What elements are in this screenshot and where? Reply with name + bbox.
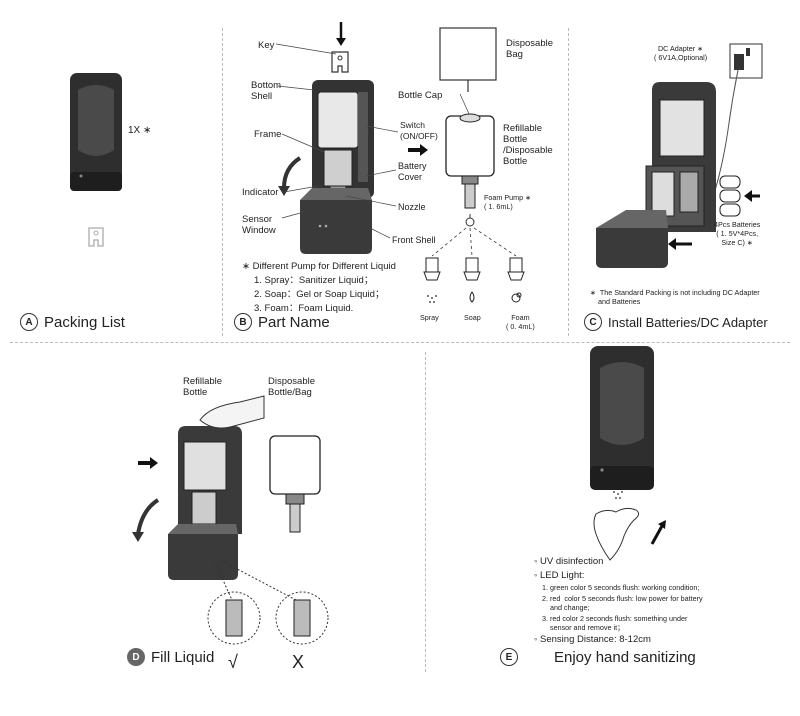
standard-packing-note: ∗ The Standard Packing is not including … [590,288,760,306]
divider-top-bottom [10,342,790,343]
label-nozzle: Nozzle [398,202,426,212]
led-item-2: 2. red color 5 seconds flush: low power … [542,594,703,612]
install-batteries-caption: C Install Batteries/DC Adapter [584,313,768,331]
pump-note-item-3: 3. Foam：Foam Liquid. [254,303,354,314]
part-name-caption: B Part Name [234,313,330,331]
fill-liquid-caption: D Fill Liquid [127,648,214,666]
badge-a: A [20,313,38,331]
label-disposable: Disposable Bottle/Bag [268,376,315,398]
caption-text: Enjoy hand sanitizing [554,648,696,666]
label-disposable-bag: Disposable Bag [506,38,553,60]
panel-fill-liquid: Refillable Bottle Disposable Bottle/Bag … [127,376,329,672]
label-indicator: Indicator [242,187,279,198]
label-battery-cover: Battery Cover [398,161,427,182]
label-batteries: 4Pcs Batteries ( 1. 5V*4Pcs, Size C) ∗ [714,220,761,247]
caption-text: Packing List [44,313,125,331]
badge-d: D [127,648,145,666]
label-frame: Frame [254,129,282,140]
label-key: Key [258,40,275,51]
caption-text: Part Name [258,313,330,331]
label-refillable-bottle: Refillable Bottle /Disposable Bottle [503,123,553,167]
pump-label-soap: Soap [464,313,481,322]
battery-install-diagram [596,43,763,268]
enjoy-caption: E Enjoy hand sanitizing [500,648,696,666]
feature-distance: ◦ Sensing Distance: 8-12cm [534,634,651,645]
bullet-icon: ◦ [534,556,541,567]
label-dc-adapter: DC Adapter ∗ ( 6V1A,Optional) [654,44,708,62]
part-name-diagram [275,22,525,303]
divider-b-c [568,28,569,336]
pump-note-item-2: 2. Soap：Gel or Soap Liquid； [254,289,385,300]
pump-label-foam: Foam ( 0. 4mL) [506,313,535,331]
label-bottom-shell: Bottom Shell [251,80,282,102]
label-front-shell: Front Shell [392,235,436,245]
label-refillable: Refillable Bottle [183,376,223,398]
label-switch: Switch (ON/OFF) [400,120,438,141]
pump-note-item-1: 1. Spray：Sanitizer Liquid； [254,275,374,286]
bullet-icon: ◦ [534,634,541,645]
feature-uv: ◦ UV disinfection [534,556,604,567]
dispenser-illustration [70,73,122,191]
pump-label-spray: Spray [420,313,439,322]
divider-d-e [425,352,426,672]
key-icon [88,227,104,247]
packing-quantity: 1X ∗ [128,125,152,136]
feature-led: ◦ LED Light: [534,570,585,581]
packing-list-caption: A Packing List [20,313,125,331]
led-item-1: 1. green color 5 seconds flush: working … [542,583,700,592]
badge-c: C [584,313,602,331]
caption-text: Install Batteries/DC Adapter [608,314,768,330]
divider-a-b [222,28,223,336]
panel-part-name: Key Bottom Shell Frame Indicator Sensor … [0,0,800,342]
wrong-mark: X [292,652,305,672]
caption-text: Fill Liquid [151,648,215,666]
bullet-icon: ◦ [534,570,541,581]
label-bottle-cap: Bottle Cap [398,90,443,101]
led-item-3: 3. red color 2 seconds flush: something … [542,614,688,632]
panel-packing-list: 1X ∗ A Packing List [0,0,222,342]
correct-mark: √ [228,652,238,672]
label-sensor-window: Sensor Window [242,214,276,236]
label-foam-pump: Foam Pump ∗ ( 1. 6mL) [484,193,532,211]
badge-b: B [234,313,252,331]
pump-note-heading: ∗ Different Pump for Different Liquid [242,261,396,272]
panel-install-batteries: DC Adapter ∗ ( 6V1A,Optional) 4Pcs Batte… [0,0,800,342]
badge-e: E [500,648,518,666]
fill-liquid-diagram [132,395,329,645]
